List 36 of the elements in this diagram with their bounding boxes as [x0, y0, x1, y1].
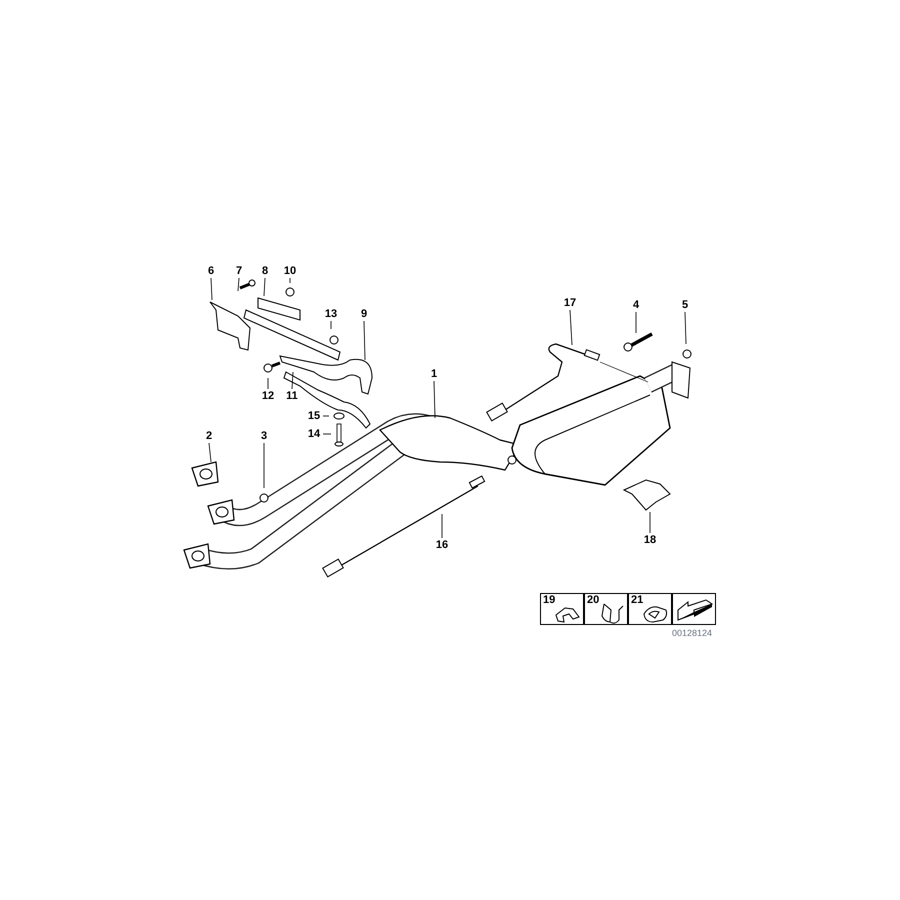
callout-number: 15 [305, 409, 323, 423]
callout-number: 1 [425, 367, 443, 381]
parts-legend-cell [540, 593, 584, 625]
callout-number: 14 [305, 427, 323, 441]
callout-number: 16 [433, 538, 451, 552]
callout-number: 8 [256, 264, 274, 278]
callout-number: 3 [255, 429, 273, 443]
leader-line [238, 278, 240, 292]
leader-line [292, 372, 294, 390]
callout-number: 19 [543, 595, 556, 606]
callout-number: 10 [281, 264, 299, 278]
leader-line [330, 320, 332, 330]
callout-number: 4 [627, 298, 645, 312]
callout-number: 7 [230, 264, 248, 278]
callout-number: 5 [676, 298, 694, 312]
leader-line [364, 320, 366, 360]
drawing-number: 00128124 [672, 627, 712, 640]
leader-line [210, 278, 212, 300]
leader-line [434, 380, 436, 418]
callout-number: 9 [355, 307, 373, 321]
parts-legend-cell [584, 593, 628, 625]
parts-legend-cell [672, 593, 716, 625]
callout-number: 11 [283, 389, 301, 403]
callout-number: 13 [322, 307, 340, 321]
callout-number: 6 [202, 264, 220, 278]
callout-number: 2 [200, 429, 218, 443]
leader-line [208, 442, 212, 462]
callout-number: 20 [587, 595, 600, 606]
callout-number: 21 [631, 595, 644, 606]
parts-legend-cell [628, 593, 672, 625]
leader-line [684, 312, 686, 344]
callout-number: 12 [259, 389, 277, 403]
leader-line [570, 310, 572, 346]
callout-number: 18 [641, 533, 659, 547]
callout-number: 17 [561, 296, 579, 310]
leader-line [264, 278, 266, 296]
